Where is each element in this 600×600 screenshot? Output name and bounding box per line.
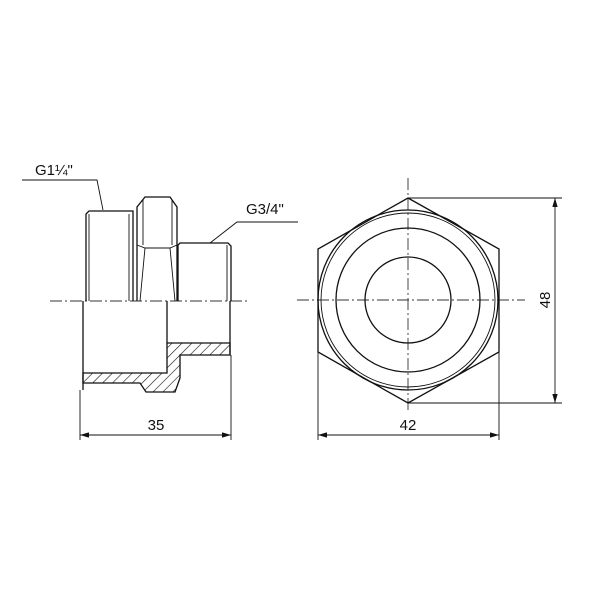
end-view: 48 42: [297, 178, 562, 440]
thread-circle: [335, 227, 481, 373]
small-thread-label: G3/4": [246, 201, 284, 218]
corners-label: 48: [537, 292, 554, 309]
length-label: 35: [148, 417, 165, 434]
hex-nut: [136, 196, 178, 301]
side-view: 35 G1¼" G3/4": [22, 162, 298, 440]
bore-circle: [364, 256, 452, 344]
chamfer-circle: [317, 209, 499, 391]
small-thread-leader: [209, 221, 298, 244]
large-thread-label: G1¼": [35, 162, 73, 179]
flats-label: 42: [400, 417, 417, 434]
small-thread-body: [177, 242, 232, 301]
section-hatch: [82, 342, 231, 393]
large-thread-body: [85, 210, 134, 301]
large-thread-leader: [22, 179, 104, 211]
